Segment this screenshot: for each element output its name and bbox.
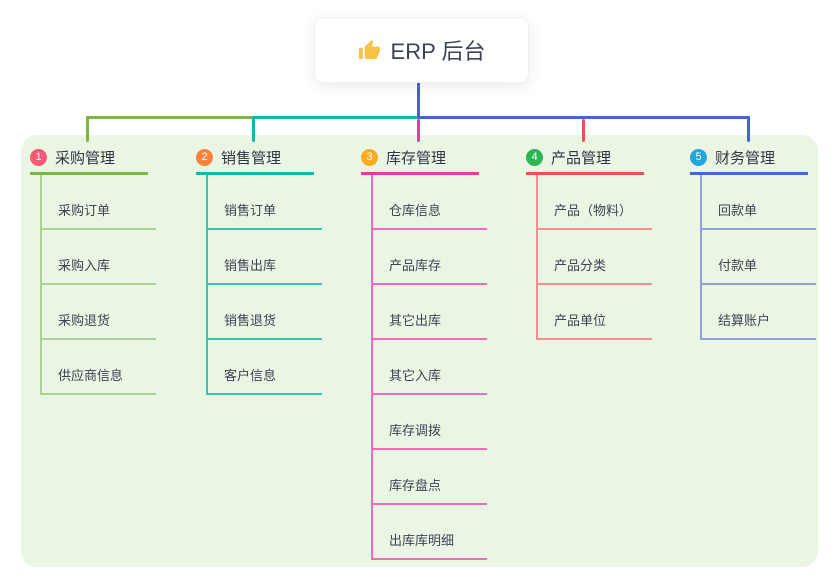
child-row: 客户信息 — [196, 340, 322, 395]
child-row: 产品单位 — [526, 285, 652, 340]
tree-line — [536, 175, 538, 339]
child-row: 采购订单 — [30, 175, 156, 230]
branch-number-badge: 5 — [690, 148, 707, 166]
child-row: 其它入库 — [361, 340, 487, 395]
mindmap-node[interactable]: 销售订单 — [206, 200, 322, 230]
mindmap-node[interactable]: 产品分类 — [536, 255, 652, 285]
child-row: 结算账户 — [690, 285, 816, 340]
branch-label: 采购管理 — [55, 149, 116, 167]
child-row: 库存盘点 — [361, 450, 487, 505]
child-row: 库存调拨 — [361, 395, 487, 450]
mindmap-node[interactable]: 其它入库 — [371, 365, 487, 395]
mindmap-node[interactable]: 供应商信息 — [40, 365, 156, 395]
mindmap-node[interactable]: 仓库信息 — [371, 200, 487, 230]
rail-left-green — [86, 116, 254, 119]
mindmap-node[interactable]: 付款单 — [700, 255, 816, 285]
child-row: 产品库存 — [361, 230, 487, 285]
mindmap-node[interactable]: 结算账户 — [700, 310, 816, 340]
branch-children: 回款单付款单结算账户 — [690, 175, 816, 340]
mindmap-node[interactable]: 产品库存 — [371, 255, 487, 285]
branch-number-badge: 3 — [361, 148, 378, 166]
branch-3: 3 库存管理仓库信息产品库存其它出库其它入库库存调拨库存盘点出库库明细 — [361, 142, 487, 560]
mindmap-node[interactable]: 库存盘点 — [371, 475, 487, 505]
mindmap-node[interactable]: 回款单 — [700, 200, 816, 230]
branch-2: 2 销售管理销售订单销售出库销售退货客户信息 — [196, 142, 322, 395]
mindmap-node[interactable]: 出库库明细 — [371, 530, 487, 560]
branch-number-badge: 4 — [526, 148, 543, 166]
branch-title-node[interactable]: 3 库存管理 — [361, 142, 479, 175]
child-row: 销售出库 — [196, 230, 322, 285]
branch-label: 销售管理 — [221, 149, 282, 167]
tree-line — [40, 175, 42, 394]
rail-mid-teal — [252, 116, 418, 119]
mindmap-node[interactable]: 采购入库 — [40, 255, 156, 285]
mindmap-node[interactable]: 客户信息 — [206, 365, 322, 395]
mindmap-node[interactable]: 产品（物料） — [536, 200, 652, 230]
child-row: 付款单 — [690, 230, 816, 285]
child-row: 回款单 — [690, 175, 816, 230]
branch-children: 采购订单采购入库采购退货供应商信息 — [30, 175, 156, 395]
branch-title-node[interactable]: 5 财务管理 — [690, 142, 808, 175]
drop-line-branch-4 — [582, 119, 585, 142]
mindmap-node[interactable]: 销售退货 — [206, 310, 322, 340]
branches-panel — [21, 135, 818, 567]
drop-line-branch-2 — [252, 116, 255, 142]
branch-title-node[interactable]: 4 产品管理 — [526, 142, 644, 175]
mindmap-node[interactable]: 销售出库 — [206, 255, 322, 285]
mindmap-node[interactable]: 库存调拨 — [371, 420, 487, 450]
child-row: 产品分类 — [526, 230, 652, 285]
mindmap-node[interactable]: 产品单位 — [536, 310, 652, 340]
drop-line-branch-3 — [417, 119, 420, 142]
child-row: 其它出库 — [361, 285, 487, 340]
branch-1: 1 采购管理采购订单采购入库采购退货供应商信息 — [30, 142, 156, 395]
branch-title-node[interactable]: 1 采购管理 — [30, 142, 148, 175]
child-row: 采购入库 — [30, 230, 156, 285]
branch-title-node[interactable]: 2 销售管理 — [196, 142, 314, 175]
mindmap-node[interactable]: 其它出库 — [371, 310, 487, 340]
tree-line — [371, 175, 373, 559]
tree-line — [206, 175, 208, 394]
mindmap-node[interactable]: 采购退货 — [40, 310, 156, 340]
root-node[interactable]: ERP 后台 — [314, 17, 529, 83]
rail-right-blue — [417, 116, 750, 119]
child-row: 采购退货 — [30, 285, 156, 340]
child-row: 供应商信息 — [30, 340, 156, 395]
child-row: 销售订单 — [196, 175, 322, 230]
child-row: 销售退货 — [196, 285, 322, 340]
branch-label: 财务管理 — [715, 149, 776, 167]
drop-line-branch-1 — [86, 116, 89, 142]
branch-children: 仓库信息产品库存其它出库其它入库库存调拨库存盘点出库库明细 — [361, 175, 487, 560]
child-row: 仓库信息 — [361, 175, 487, 230]
thumbs-up-icon — [358, 39, 381, 62]
branch-5: 5 财务管理回款单付款单结算账户 — [690, 142, 816, 340]
root-title: ERP 后台 — [390, 39, 486, 64]
branch-label: 产品管理 — [551, 149, 612, 167]
branch-4: 4 产品管理产品（物料） 产品分类产品单位 — [526, 142, 652, 340]
child-row: 出库库明细 — [361, 505, 487, 560]
branch-number-badge: 1 — [30, 148, 47, 166]
tree-line — [700, 175, 702, 339]
root-stem-line — [417, 81, 420, 119]
child-row: 产品（物料） — [526, 175, 652, 230]
branch-children: 销售订单销售出库销售退货客户信息 — [196, 175, 322, 395]
branch-children: 产品（物料） 产品分类产品单位 — [526, 175, 652, 340]
branch-label: 库存管理 — [386, 149, 447, 167]
mindmap-node[interactable]: 采购订单 — [40, 200, 156, 230]
drop-line-branch-5 — [747, 116, 750, 142]
branch-number-badge: 2 — [196, 148, 213, 166]
